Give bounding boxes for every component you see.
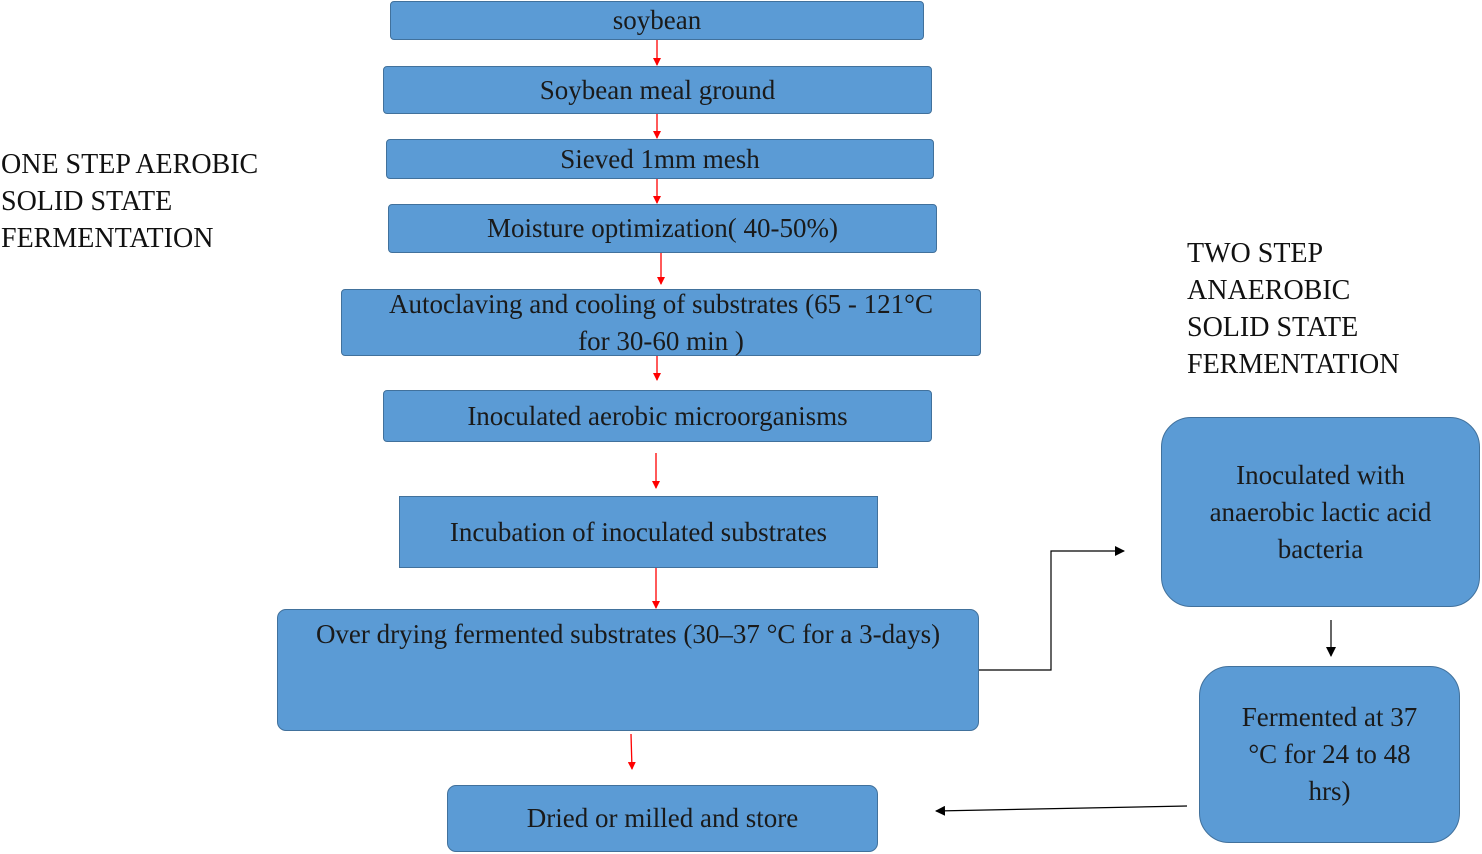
step-moisture: Moisture optimization( 40-50%)	[388, 204, 937, 253]
arrow-fermented-to-store	[935, 805, 1188, 816]
arrow-drying-to-lab	[979, 546, 1125, 671]
step-inoculated-lab: Inoculated with anaerobic lactic acid ba…	[1161, 417, 1480, 607]
step-drying: Over drying fermented substrates (30–37 …	[277, 609, 979, 731]
step-inoculated-aerobic: Inoculated aerobic microorganisms	[383, 390, 932, 442]
step-soybean: soybean	[390, 1, 924, 40]
step-sieved: Sieved 1mm mesh	[386, 139, 934, 179]
step-ground: Soybean meal ground	[383, 66, 932, 114]
arrow-drying-to-store	[627, 733, 636, 770]
anaerobic-process-label: TWO STEP ANAEROBIC SOLID STATE FERMENTAT…	[1187, 238, 1400, 380]
aerobic-process-label: ONE STEP AEROBIC SOLID STATE FERMENTATIO…	[1, 149, 259, 254]
step-fermented: Fermented at 37 °C for 24 to 48 hrs)	[1199, 666, 1460, 843]
step-store: Dried or milled and store	[447, 785, 878, 852]
step-autoclave: Autoclaving and cooling of substrates (6…	[341, 289, 981, 356]
step-incubation: Incubation of inoculated substrates	[399, 496, 878, 568]
